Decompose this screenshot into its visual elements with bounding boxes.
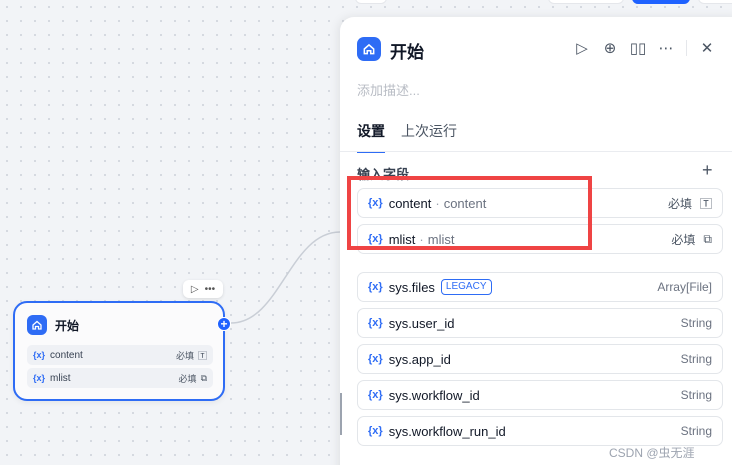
variable-icon: {x} (368, 281, 383, 293)
variable-icon: {x} (368, 197, 383, 209)
variable-icon: {x} (368, 425, 383, 437)
node-field-row: {x} content 必填 🅃 (27, 345, 213, 365)
field-label: mlist (427, 231, 455, 247)
tab-settings[interactable]: 设置 (357, 121, 385, 153)
variable-icon: {x} (33, 373, 46, 383)
field-name: sys.app_id (388, 351, 451, 367)
node-toolbar: ▷ ••• (183, 280, 223, 298)
run-icon[interactable]: ▷ (576, 40, 588, 57)
field-name: content (388, 195, 432, 211)
home-icon (357, 37, 381, 61)
tab-last-run[interactable]: 上次运行 (401, 123, 457, 139)
required-label: 必填 (671, 232, 696, 247)
field-type: Array[File] (657, 280, 712, 294)
toolbar-button[interactable] (548, 0, 624, 4)
description-input[interactable]: 添加描述... (357, 83, 420, 98)
variable-icon: {x} (368, 389, 383, 401)
more-icon[interactable]: ••• (204, 283, 216, 295)
section-title: 输入字段 (357, 167, 410, 182)
target-icon[interactable]: ⊕ (603, 40, 617, 57)
node-field-row: {x} mlist 必填 ⧉ (27, 368, 213, 388)
play-icon[interactable]: ▷ (190, 283, 199, 295)
panel-title[interactable]: 开始 (390, 43, 424, 62)
node-title: 开始 (55, 318, 80, 333)
more-icon[interactable]: ⋯ (658, 40, 674, 57)
node-header: 开始 (27, 315, 79, 335)
close-icon[interactable]: ✕ (700, 40, 714, 57)
field-name: mlist (50, 372, 71, 384)
field-name: content (50, 349, 83, 361)
system-field-row: {x} sys.user_id String (357, 308, 723, 338)
copy-icon: ⧉ (200, 372, 207, 383)
variable-icon: {x} (368, 233, 383, 245)
text-icon: 🅃 (197, 350, 207, 361)
required-label: 必填 (175, 350, 194, 361)
toolbar-button[interactable] (698, 0, 732, 4)
text-icon: 🅃 (699, 196, 712, 211)
add-field-button[interactable]: + (702, 160, 713, 180)
panel-tools: ▷ ⊕ ▯▯ ⋯ ✕ (568, 39, 721, 57)
toolbar-button[interactable] (355, 0, 387, 4)
required-label: 必填 (667, 196, 692, 211)
node-settings-panel: 开始 ▷ ⊕ ▯▯ ⋯ ✕ 添加描述... 设置 上次运行 输入字段 + {x}… (340, 17, 732, 465)
input-field-row[interactable]: {x} mlist · mlist 必填 ⧉ (357, 224, 723, 254)
field-name: sys.user_id (388, 315, 455, 331)
field-name: mlist (388, 231, 416, 247)
required-label: 必填 (178, 373, 197, 384)
field-type: String (680, 388, 712, 402)
home-icon (27, 315, 47, 335)
field-label: content (443, 195, 487, 211)
tabs-divider (340, 151, 732, 152)
input-field-row[interactable]: {x} content · content 必填 🅃 (357, 188, 723, 218)
start-node[interactable]: 开始 {x} content 必填 🅃 {x} mlist 必填 ⧉ (13, 301, 225, 401)
separator: · (419, 231, 424, 247)
system-field-row: {x} sys.app_id String (357, 344, 723, 374)
system-field-row: {x} sys.files LEGACY Array[File] (357, 272, 723, 302)
system-field-row: {x} sys.workflow_id String (357, 380, 723, 410)
field-name: sys.workflow_id (388, 387, 480, 403)
field-name: sys.files (388, 279, 435, 295)
variable-icon: {x} (368, 317, 383, 329)
book-icon[interactable]: ▯▯ (629, 40, 647, 57)
panel-resize-handle[interactable] (340, 393, 342, 435)
divider (686, 40, 687, 56)
copy-icon: ⧉ (703, 231, 712, 246)
system-field-row: {x} sys.workflow_run_id String (357, 416, 723, 446)
field-type: String (680, 424, 712, 438)
watermark: CSDN @虫无涯 (609, 446, 695, 460)
separator: · (435, 195, 440, 211)
variable-icon: {x} (33, 350, 46, 360)
field-type: String (680, 352, 712, 366)
add-node-button[interactable]: + (217, 317, 231, 331)
legacy-badge: LEGACY (440, 279, 492, 295)
panel-tabs: 设置 上次运行 (357, 121, 457, 153)
publish-button[interactable] (632, 0, 690, 4)
field-type: String (680, 316, 712, 330)
variable-icon: {x} (368, 353, 383, 365)
field-name: sys.workflow_run_id (388, 423, 506, 439)
